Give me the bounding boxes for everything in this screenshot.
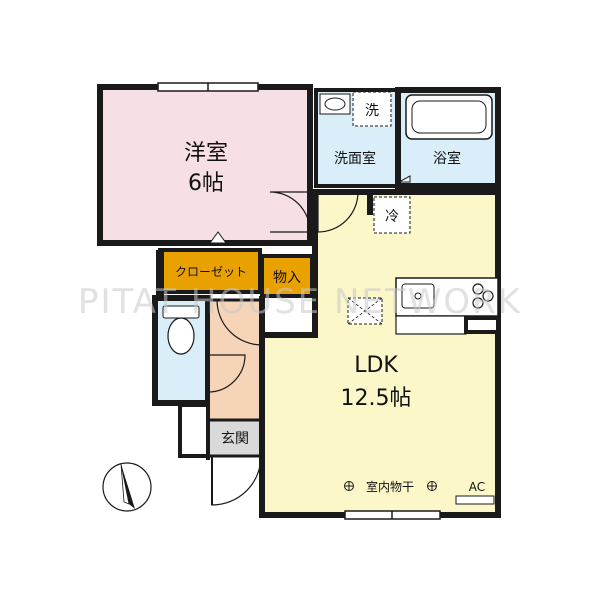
ldk-size: 12.5帖 <box>341 386 412 411</box>
indoor-drying-label: 室内物干 <box>366 479 414 494</box>
ldk-name: LDK <box>354 353 398 378</box>
entrance-name: 玄関 <box>221 430 249 447</box>
fridge-space <box>373 196 411 234</box>
bathtub-icon <box>405 94 493 140</box>
entrance-area <box>206 418 264 458</box>
western-room <box>97 84 313 246</box>
door-swing-entrance <box>211 455 262 506</box>
washer-label: 洗 <box>365 103 379 119</box>
door-swing-washroom <box>317 191 359 233</box>
toilet-icon <box>167 317 195 355</box>
washer-space <box>352 91 392 127</box>
western-room-name: 洋室 <box>184 141 228 166</box>
door-swing-toilet <box>207 354 246 393</box>
entrance-step <box>178 403 210 458</box>
storage-name: 物入 <box>273 270 301 286</box>
fridge-label: 冷 <box>385 209 399 225</box>
bathroom-name: 浴室 <box>433 150 461 167</box>
closet <box>158 248 262 294</box>
indoor-drying-icon <box>344 481 437 491</box>
ac-unit-icon <box>455 495 495 505</box>
sink-icon <box>401 283 435 309</box>
storage <box>260 254 314 298</box>
closet-name: クローゼット <box>175 265 247 279</box>
washroom-name: 洗面室 <box>334 150 376 167</box>
western-room-size: 6帖 <box>188 171 224 196</box>
wash-basin-icon <box>319 93 351 115</box>
door-swing-hall <box>216 299 263 346</box>
door-swing-western <box>269 191 311 233</box>
stove-icon <box>472 283 494 309</box>
north-arrow-icon <box>102 462 152 512</box>
ac-label: AC <box>469 480 485 494</box>
watermark: PITAT HOUSE NETWORK <box>78 282 522 322</box>
